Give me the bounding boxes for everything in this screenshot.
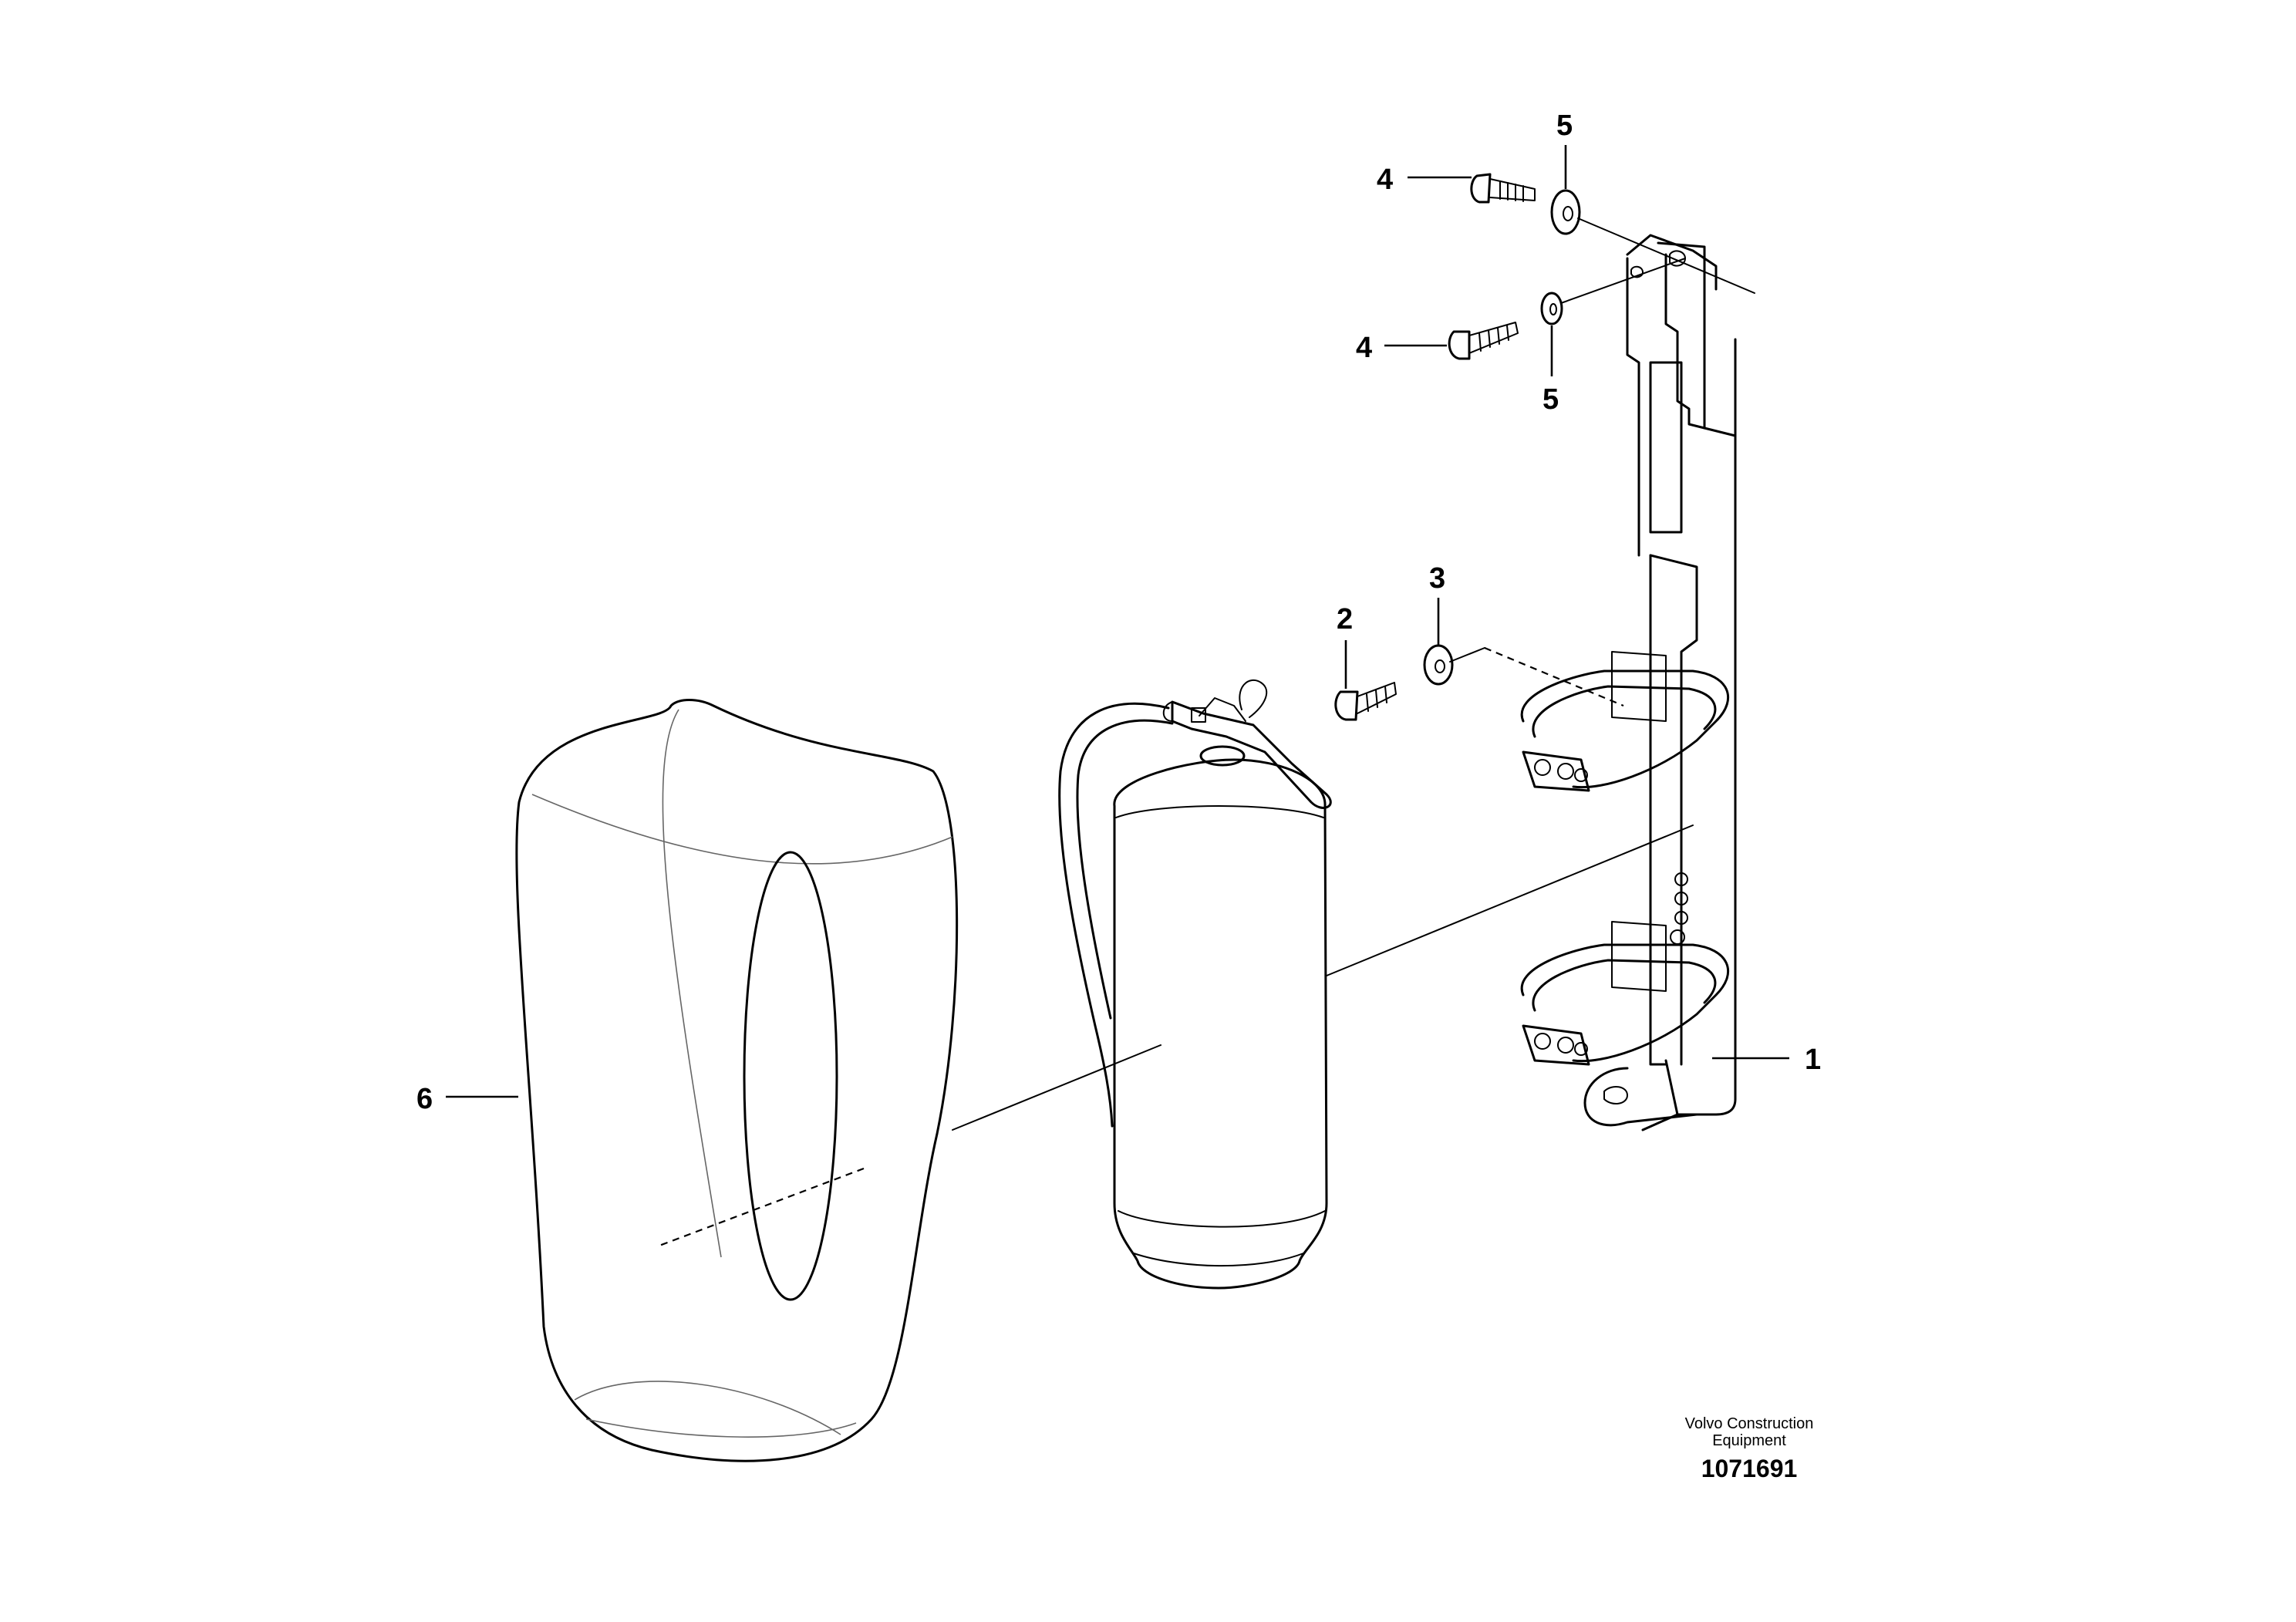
callout-4-lower-label: 4 bbox=[1356, 332, 1372, 364]
callout-6-label: 6 bbox=[416, 1083, 433, 1115]
callout-5-upper-label: 5 bbox=[1556, 110, 1573, 142]
callout-4-upper-label: 4 bbox=[1377, 164, 1393, 196]
callout-3-label: 3 bbox=[1429, 562, 1445, 595]
washer-part-3 bbox=[1423, 644, 1454, 686]
brand-line-1: Volvo Construction bbox=[1685, 1415, 1814, 1432]
callout-2: 2 bbox=[1337, 603, 1353, 689]
callout-5-upper: 5 bbox=[1556, 110, 1573, 189]
callout-1: 1 bbox=[1712, 1044, 1821, 1076]
callout-1-label: 1 bbox=[1805, 1044, 1821, 1076]
washer-part-5-upper bbox=[1550, 189, 1581, 235]
protective-cover bbox=[515, 699, 959, 1462]
washer-part-5-lower bbox=[1540, 292, 1563, 325]
drawing-credit: Volvo Construction Equipment 1071691 bbox=[1685, 1415, 1814, 1482]
callout-4-lower: 4 bbox=[1356, 332, 1447, 364]
callout-5-lower: 5 bbox=[1542, 325, 1559, 416]
assembly-lines bbox=[952, 218, 1755, 1131]
callout-5-lower-label: 5 bbox=[1542, 383, 1559, 416]
screw-part-4-lower bbox=[1448, 322, 1519, 360]
drawing-number: 1071691 bbox=[1701, 1455, 1798, 1482]
callout-3: 3 bbox=[1429, 562, 1445, 646]
extinguisher-bracket bbox=[1520, 234, 1737, 1131]
fire-extinguisher bbox=[1058, 679, 1332, 1290]
callout-6: 6 bbox=[416, 1083, 518, 1115]
callout-4-upper: 4 bbox=[1377, 164, 1472, 196]
brand-line-2: Equipment bbox=[1712, 1432, 1786, 1449]
screw-part-4-upper bbox=[1470, 173, 1536, 204]
callout-2-label: 2 bbox=[1337, 603, 1353, 636]
screw-part-2 bbox=[1334, 682, 1397, 721]
